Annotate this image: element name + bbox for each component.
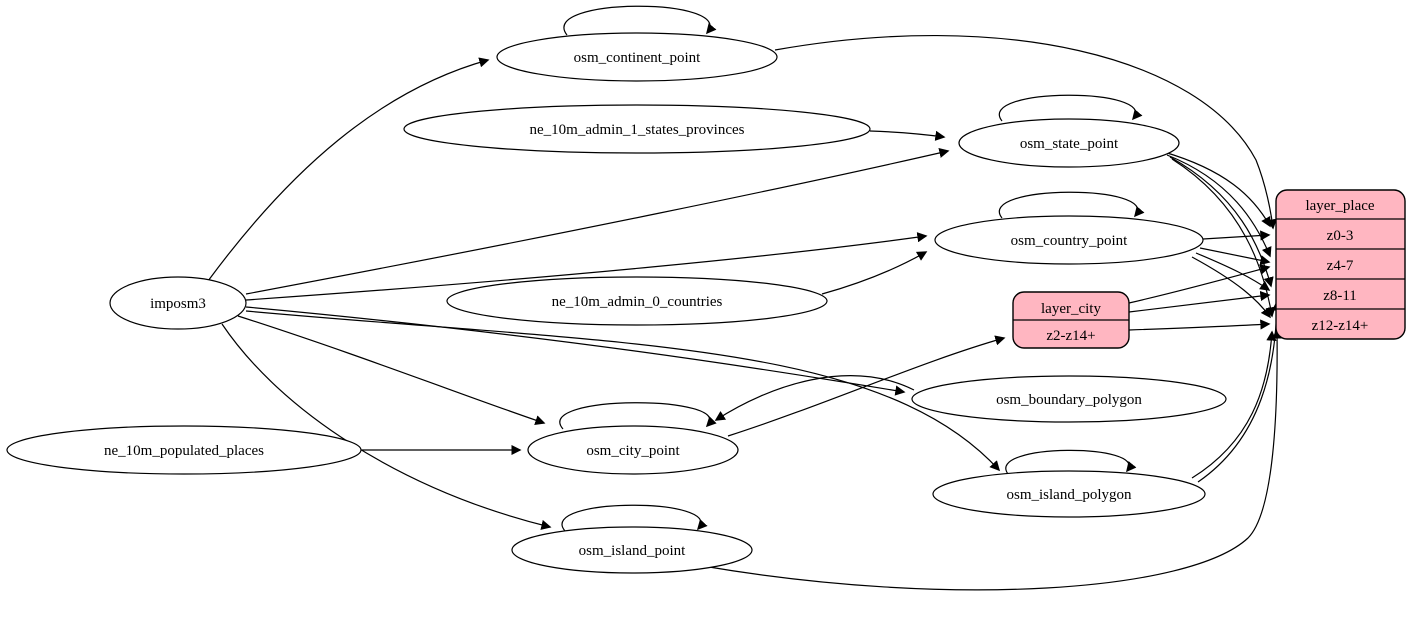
node-imposm3-shape: [109, 276, 247, 330]
edge-layer-city-layer-place-z4-7: [1128, 264, 1271, 304]
node-imposm3-label: imposm3: [150, 296, 206, 312]
edge-osm-country-point-layer-place-z12-z14: [1191, 256, 1271, 319]
edge-imposm3-osm-island-point: [221, 323, 552, 530]
node-ne-10m-populated-places-label: ne_10m_populated_places: [104, 443, 264, 459]
node-ne-10m-admin-1-states-provinces: ne_10m_admin_1_states_provinces: [403, 104, 871, 154]
edge-ne-10m-admin-1-states-provinces-osm-state-point: [869, 130, 946, 141]
node-osm-city-point: osm_city_point: [527, 425, 739, 475]
node-osm-continent-point-shape: [496, 32, 778, 82]
edge-imposm3-osm-boundary-polygon: [245, 306, 906, 396]
edge-osm-island-point-layer-place-z12-z14: [702, 328, 1283, 591]
node-osm-boundary-polygon: osm_boundary_polygon: [911, 375, 1227, 423]
record-layer-city: layer_city z2-z14+: [1012, 291, 1130, 349]
edge-imposm3-osm-island-polygon: [245, 310, 1001, 472]
record-layer-place-row-z12-z14: z12-z14+: [1312, 318, 1369, 334]
node-imposm3: imposm3: [109, 276, 247, 330]
record-layer-place-row-z0-3: z0-3: [1327, 228, 1354, 244]
nodes: imposm3 osm_continent_point ne_10m_admin…: [6, 32, 1227, 574]
node-osm-island-polygon-shape: [932, 470, 1206, 518]
self-loop-osm-state-point: [998, 94, 1143, 122]
edge-imposm3-osm-state-point: [245, 147, 950, 295]
node-ne-10m-admin-1-states-provinces-label: ne_10m_admin_1_states_provinces: [530, 122, 745, 138]
node-osm-island-polygon-label: osm_island_polygon: [1006, 487, 1132, 503]
node-ne-10m-admin-0-countries-shape: [446, 276, 828, 326]
edge-imposm3-osm-city-point: [237, 315, 546, 426]
node-osm-island-polygon: osm_island_polygon: [932, 470, 1206, 518]
node-osm-country-point-shape: [934, 215, 1204, 265]
edge-layer-city-layer-place-z8-11: [1128, 290, 1271, 313]
edge-ne-10m-admin-0-countries-osm-country-point: [821, 251, 928, 295]
node-osm-island-point-shape: [511, 526, 753, 574]
edge-imposm3-osm-country-point: [245, 232, 928, 301]
edge-osm-island-polygon-layer-place-z12-z14: [1191, 330, 1277, 479]
record-layer-city-row-z2-z14: z2-z14+: [1046, 328, 1095, 344]
edge-osm-country-point-layer-place-z0-3: [1202, 230, 1271, 241]
node-osm-city-point-label: osm_city_point: [586, 443, 680, 459]
record-layer-place-row-z4-7: z4-7: [1327, 258, 1354, 274]
node-osm-island-point: osm_island_point: [511, 526, 753, 574]
node-ne-10m-populated-places-shape: [6, 425, 362, 475]
edge-osm-city-point-layer-city: [727, 335, 1006, 437]
node-ne-10m-admin-0-countries-label: ne_10m_admin_0_countries: [552, 294, 723, 310]
node-osm-state-point: osm_state_point: [958, 118, 1180, 168]
edge-osm-continent-point-layer-place-z0-3: [774, 34, 1277, 230]
record-layer-city-title: layer_city: [1041, 301, 1101, 317]
edge-osm-state-point-layer-place-z0-3: [1163, 151, 1271, 228]
edge-layer-city-layer-place-z12-z14: [1128, 319, 1271, 331]
self-loop-osm-island-polygon: [1005, 449, 1137, 475]
node-osm-state-point-label: osm_state_point: [1020, 136, 1119, 152]
self-loop-osm-city-point: [559, 402, 717, 430]
node-osm-continent-point: osm_continent_point: [496, 32, 778, 82]
node-osm-city-point-shape: [527, 425, 739, 475]
edge-osm-state-point-layer-place-z4-7: [1166, 154, 1272, 258]
node-osm-state-point-shape: [958, 118, 1180, 168]
edge-osm-boundary-polygon-osm-city-point: [714, 375, 915, 421]
node-osm-continent-point-label: osm_continent_point: [574, 50, 701, 66]
node-osm-country-point-label: osm_country_point: [1011, 233, 1128, 249]
edge-osm-country-point-layer-place-z8-11: [1195, 252, 1271, 291]
record-layer-place-title: layer_place: [1305, 198, 1374, 214]
record-layer-place: layer_place z0-3 z4-7 z8-11 z12-z14+: [1275, 189, 1406, 340]
record-layer-place-row-z8-11: z8-11: [1323, 288, 1357, 304]
self-loop-osm-island-point: [561, 504, 708, 532]
node-ne-10m-admin-0-countries: ne_10m_admin_0_countries: [446, 276, 828, 326]
self-loop-osm-continent-point: [563, 5, 717, 36]
node-osm-country-point: osm_country_point: [934, 215, 1204, 265]
node-osm-boundary-polygon-label: osm_boundary_polygon: [996, 392, 1142, 408]
node-ne-10m-populated-places: ne_10m_populated_places: [6, 425, 362, 475]
edge-osm-country-point-layer-place-z4-7: [1199, 247, 1271, 266]
self-loop-osm-country-point: [998, 191, 1145, 219]
record-layer-place-shape: [1275, 189, 1406, 340]
node-osm-island-point-label: osm_island_point: [579, 543, 687, 559]
node-osm-boundary-polygon-shape: [911, 375, 1227, 423]
edges: [207, 5, 1283, 591]
edge-imposm3-osm-continent-point: [207, 57, 490, 282]
node-ne-10m-admin-1-states-provinces-shape: [403, 104, 871, 154]
